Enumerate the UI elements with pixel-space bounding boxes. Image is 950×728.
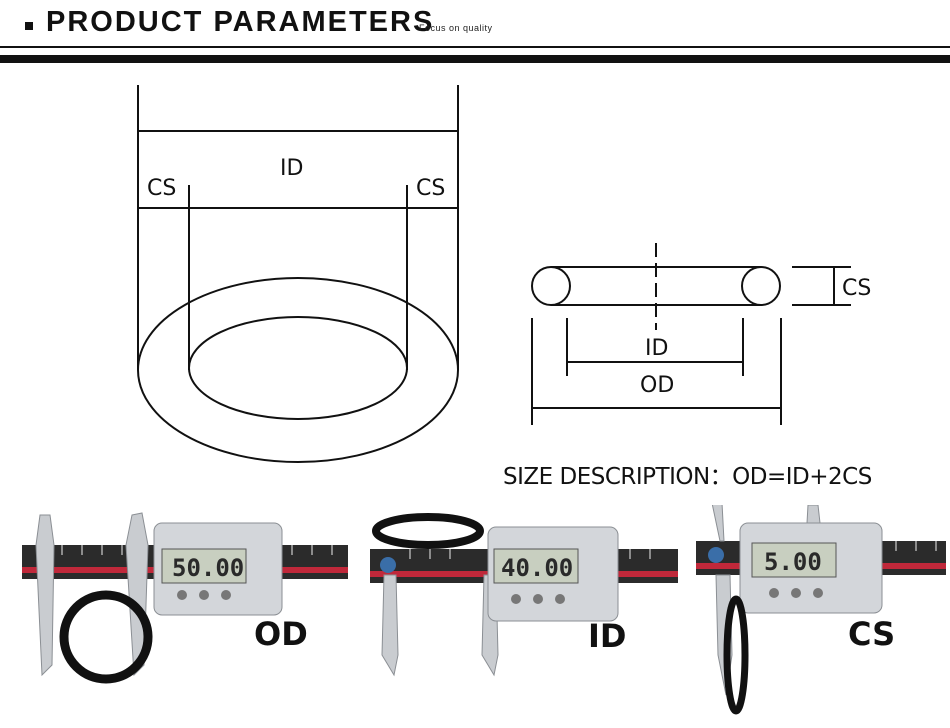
cs-circle-left <box>531 266 571 306</box>
cs-circle-right <box>741 266 781 306</box>
oring-diagram: ID CS CS CS ID OD <box>137 85 871 463</box>
label-cs-left: CS <box>147 176 176 201</box>
reading-cs: 5.00 <box>764 548 822 576</box>
label-cs-section: CS <box>842 276 871 301</box>
photo-label-cs: CS <box>848 615 896 653</box>
label-id-section: ID <box>645 336 668 361</box>
outer-ring-edge <box>137 277 459 463</box>
reading-id: 40.00 <box>501 554 573 582</box>
header-bullet <box>25 22 33 30</box>
photo-id-measurement: 40.00 ID <box>370 505 680 723</box>
page-title: PRODUCT PARAMETERS <box>46 6 435 38</box>
label-id-large: ID <box>280 156 303 181</box>
size-formula: SIZE DESCRIPTION：OD=ID+2CS <box>503 464 872 490</box>
photo-label-od: OD <box>254 615 308 653</box>
oring-od <box>59 590 153 684</box>
oring-cs <box>723 595 749 715</box>
reading-od: 50.00 <box>172 554 244 582</box>
header-divider-thin <box>0 46 950 48</box>
page-subtitle: Focus on quality <box>419 23 493 33</box>
photo-od-measurement: 50.00 OD <box>22 505 352 723</box>
header-divider-thick <box>0 55 950 63</box>
inner-ring-edge <box>188 316 408 420</box>
large-ring-drawing <box>137 85 459 463</box>
label-od-section: OD <box>640 373 674 398</box>
oring-id <box>372 513 484 549</box>
photo-label-id: ID <box>588 617 627 655</box>
cross-section-drawing <box>531 243 851 425</box>
label-cs-right: CS <box>416 176 445 201</box>
photo-cs-measurement: 5.00 CS <box>696 502 948 723</box>
